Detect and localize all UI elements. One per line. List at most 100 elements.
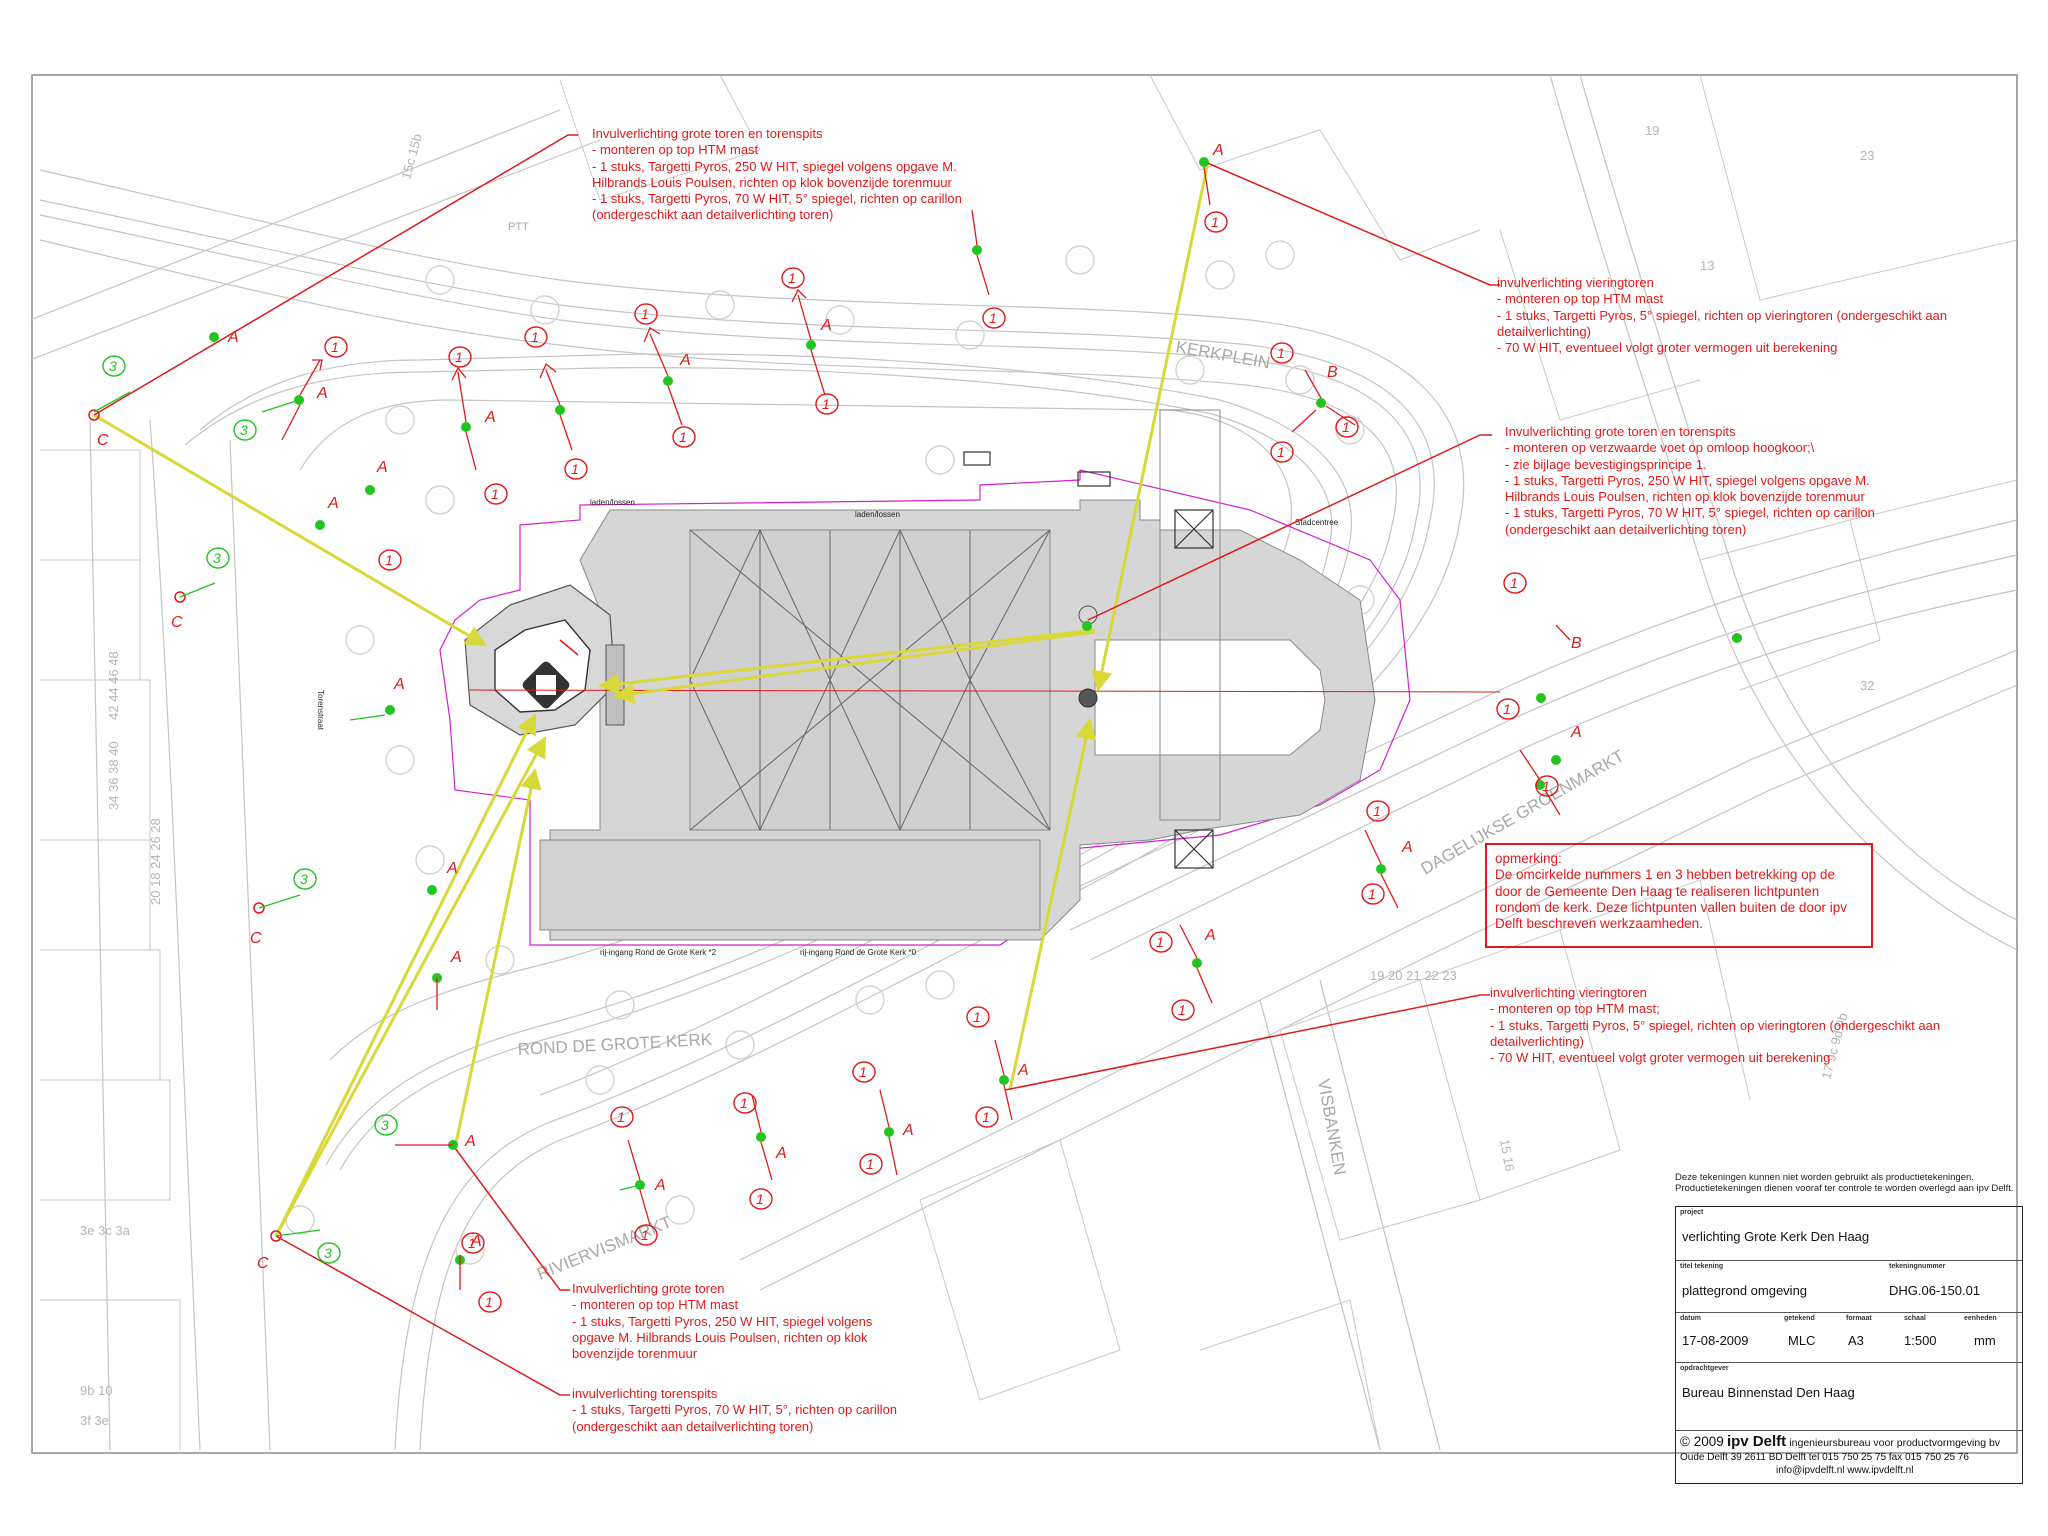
mast-label-a: A	[1017, 1062, 1029, 1079]
note-line: - 1 stuks, Targetti Pyros, 250 W HIT, sp…	[1505, 472, 1870, 488]
marker-1: 1	[1361, 883, 1385, 905]
marker-1: 1	[672, 426, 696, 448]
svg-text:32: 32	[1860, 678, 1874, 693]
marker-3: 3	[206, 547, 230, 569]
service-boxes	[963, 451, 1214, 869]
marker-3: 3	[233, 419, 257, 441]
note-title: Invulverlichting grote toren	[572, 1281, 725, 1296]
client-row: opdrachtgever Bureau Binnenstad Den Haag	[1676, 1363, 2022, 1431]
title-row: titel tekening plattegrond omgeving teke…	[1676, 1261, 2022, 1313]
mast-label-a: A	[446, 860, 458, 877]
mast-label-b: B	[1571, 635, 1582, 652]
street-visbanken: VISBANKEN	[1314, 1077, 1350, 1176]
marker-1: 1	[1204, 211, 1228, 233]
marker-1-label: 1	[982, 1109, 990, 1125]
marker-1-label: 1	[788, 270, 796, 286]
marker-1-label: 1	[1368, 886, 1376, 902]
marker-1-label: 1	[531, 329, 539, 345]
label-laden-lossen-1: laden/lossen	[590, 498, 635, 507]
label-entrance-2: rij-ingang Rond de Grote Kerk *2	[600, 948, 717, 957]
mast-label-a: A	[654, 1177, 666, 1194]
trees	[285, 240, 1375, 1265]
mast-label-c: C	[97, 432, 109, 449]
marker-1-label: 1	[1510, 575, 1518, 591]
marker-1-label: 1	[1211, 214, 1219, 230]
marker-1: 1	[634, 303, 658, 325]
marker-1-label: 1	[1373, 803, 1381, 819]
marker-1-label: 1	[1542, 778, 1550, 794]
marker-1: 1	[1149, 931, 1173, 953]
marker-1: 1	[815, 393, 839, 415]
svg-text:19 20 21 22 23: 19 20 21 22 23	[1370, 968, 1457, 983]
sightlines	[93, 161, 1210, 1237]
crossing-tower	[1078, 688, 1098, 708]
svg-text:42 44 46 48: 42 44 46 48	[106, 651, 121, 720]
scale-label: schaal	[1904, 1315, 1926, 1322]
marker-1-label: 1	[1277, 444, 1285, 460]
marker-1-label: 1	[859, 1064, 867, 1080]
marker-1-label: 1	[331, 339, 339, 355]
remark-line: opmerking:	[1495, 851, 1562, 866]
note-grote-toren-torenspits-top: Invulverlichting grote toren en torenspi…	[592, 126, 962, 224]
note-line: bovenzijde torenmuur	[572, 1346, 698, 1362]
svg-text:15 16: 15 16	[1497, 1138, 1517, 1173]
mast-label-a: A	[484, 409, 496, 426]
mast-label-a: A	[376, 459, 388, 476]
marker-1-label: 1	[1503, 701, 1511, 717]
label-laden-lossen-2: laden/lossen	[855, 510, 900, 519]
note-vieringtoren-top: invulverlichting vieringtoren - monteren…	[1497, 275, 1947, 356]
marker-3-label: 3	[240, 422, 248, 438]
note-line: detailverlichting)	[1490, 1033, 1584, 1049]
note-line: - 1 stuks, Targetti Pyros, 5° spiegel, r…	[1497, 307, 1948, 323]
marker-3: 3	[374, 1114, 398, 1136]
marker-1: 1	[966, 1006, 990, 1028]
note-title: Invulverlichting grote toren en torenspi…	[1505, 424, 1736, 439]
mast-label-a: A	[679, 352, 691, 369]
mast-label-c: C	[171, 614, 183, 631]
marker-3: 3	[317, 1242, 341, 1264]
company-contact: info@ipvdelft.nl www.ipvdelft.nl	[1776, 1465, 1914, 1476]
mast-label-a: A	[1401, 839, 1413, 856]
green-aim-arrows	[93, 391, 641, 1237]
church-roof	[539, 409, 1376, 941]
mast-label-b: B	[1327, 364, 1338, 381]
mast-label-a: A	[470, 1233, 482, 1250]
marker-1: 1	[1270, 441, 1294, 463]
marker-1-label: 1	[1156, 934, 1164, 950]
marker-1: 1	[733, 1092, 757, 1114]
note-grote-toren-bottom: Invulverlichting grote toren - monteren …	[572, 1281, 872, 1362]
marker-3-label: 3	[109, 358, 117, 374]
company-brand: ipv Delft	[1726, 1433, 1787, 1450]
note-line: (ondergeschikt aan detailverlichting tor…	[572, 1418, 814, 1434]
marker-1-label: 1	[1277, 345, 1285, 361]
title-block-frame: project verlichting Grote Kerk Den Haag …	[1675, 1206, 2023, 1484]
mast-letter-labels: A A A A A A A A A A A A A A A A A A A A …	[97, 142, 1582, 1272]
aim-arrows	[281, 166, 1571, 1290]
marker-1-label: 1	[617, 1109, 625, 1125]
marker-1: 1	[1496, 698, 1520, 720]
marker-1-label: 1	[641, 1227, 649, 1243]
note-vieringtoren-bottom: invulverlichting vieringtoren - monteren…	[1490, 985, 1940, 1066]
note-line: - monteren op verzwaarde voet op omloop …	[1505, 440, 1815, 456]
drawing-number-value: DHG.06-150.01	[1889, 1283, 1981, 1298]
note-line: - zie bijlage bevestigingsprincipe 1.	[1505, 456, 1707, 472]
date-label: datum	[1680, 1315, 1701, 1322]
marker-1-label: 1	[756, 1191, 764, 1207]
mast-label-a: A	[327, 495, 339, 512]
c-masts	[88, 409, 282, 1242]
marker-1: 1	[610, 1106, 634, 1128]
units-value: mm	[1974, 1333, 1996, 1348]
units-label: eenheden	[1964, 1315, 1997, 1322]
mast-label-a: A	[820, 317, 832, 334]
mast-label-c: C	[250, 930, 262, 947]
note-title: invulverlichting vieringtoren	[1490, 985, 1647, 1000]
mast-label-c: C	[257, 1255, 269, 1272]
company-row: © 2009 ipv Delft ingenieursbureau voor p…	[1676, 1431, 2022, 1485]
marker-1: 1	[461, 1232, 485, 1254]
marker-1: 1	[1335, 416, 1359, 438]
note-line: Hilbrands Louis Poulsen, richten op klok…	[1505, 489, 1865, 505]
tower	[464, 584, 625, 736]
marker-1-label: 1	[866, 1156, 874, 1172]
svg-text:3e 3c 3a: 3e 3c 3a	[80, 1223, 131, 1238]
street-torenstraat: Torenstraat	[316, 690, 325, 731]
